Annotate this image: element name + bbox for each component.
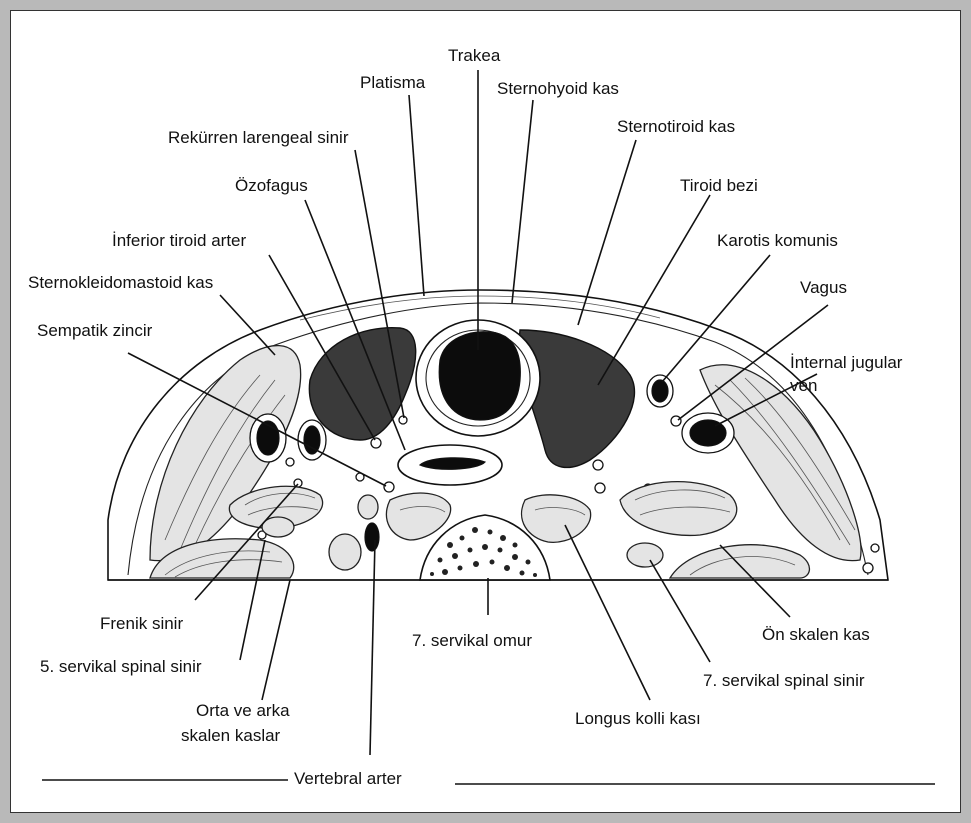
recurrent-nerve-dot	[399, 416, 407, 424]
label-tiroid-bezi: Tiroid bezi	[680, 176, 758, 195]
label-servikal7: 7. servikal spinal sinir	[703, 671, 865, 690]
label-trakea: Trakea	[448, 46, 501, 65]
label-internal-jugular-1: İnternal jugular	[790, 353, 903, 372]
label-karotis: Karotis komunis	[717, 231, 838, 250]
label-sternotiroid: Sternotiroid kas	[617, 117, 735, 136]
label-on-skalen: Ön skalen kas	[762, 625, 870, 644]
sympathetic-chain-dot	[384, 482, 394, 492]
label-servikal5: 5. servikal spinal sinir	[40, 657, 202, 676]
label-rekurren: Rekürren larengeal sinir	[168, 128, 349, 147]
cross-section	[108, 290, 888, 580]
label-inferior-tiroid: İnferior tiroid arter	[112, 231, 246, 250]
vertebral-artery	[365, 523, 379, 551]
inferior-thyroid-artery-dot	[371, 438, 381, 448]
label-servikal-omur: 7. servikal omur	[412, 631, 532, 650]
label-orta-arka-1: Orta ve arka	[196, 701, 290, 720]
label-longus: Longus kolli kası	[575, 709, 701, 728]
label-platisma: Platisma	[360, 73, 426, 92]
phrenic-nerve-dot	[294, 479, 302, 487]
label-sternohyoid: Sternohyoid kas	[497, 79, 619, 98]
vagus-dot	[671, 416, 681, 426]
label-sternokleido: Sternokleidomastoid kas	[28, 273, 213, 292]
label-ozofagus: Özofagus	[235, 176, 308, 195]
label-vagus: Vagus	[800, 278, 847, 297]
c7-nerve-right	[627, 543, 663, 567]
label-frenik: Frenik sinir	[100, 614, 183, 633]
label-orta-arka-2: skalen kaslar	[181, 726, 281, 745]
label-vertebral: Vertebral arter	[294, 769, 402, 788]
label-sempatik: Sempatik zincir	[37, 321, 153, 340]
trachea-lumen	[439, 332, 520, 420]
label-internal-jugular-2: ven	[790, 376, 817, 395]
